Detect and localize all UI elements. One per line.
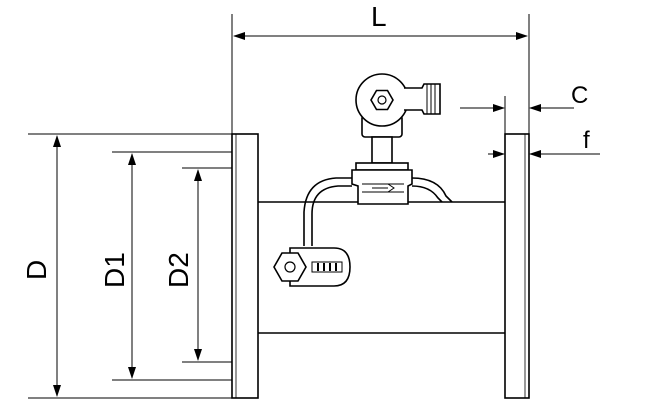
transmitter-stem — [351, 136, 413, 205]
label-D1: D1 — [99, 252, 130, 288]
dimension-D — [28, 133, 232, 399]
label-D: D — [21, 260, 52, 280]
valve-indicator — [273, 247, 351, 287]
left-flange — [231, 133, 259, 399]
label-f: f — [583, 127, 590, 154]
right-flange — [504, 133, 530, 399]
dimension-D1 — [112, 151, 232, 381]
dimension-D2 — [182, 167, 232, 363]
label-L: L — [371, 1, 387, 32]
label-C: C — [571, 82, 588, 109]
label-D2: D2 — [163, 252, 194, 288]
dimension-C — [460, 96, 574, 134]
bypass-tube — [303, 177, 453, 246]
transmitter-head — [355, 73, 441, 138]
